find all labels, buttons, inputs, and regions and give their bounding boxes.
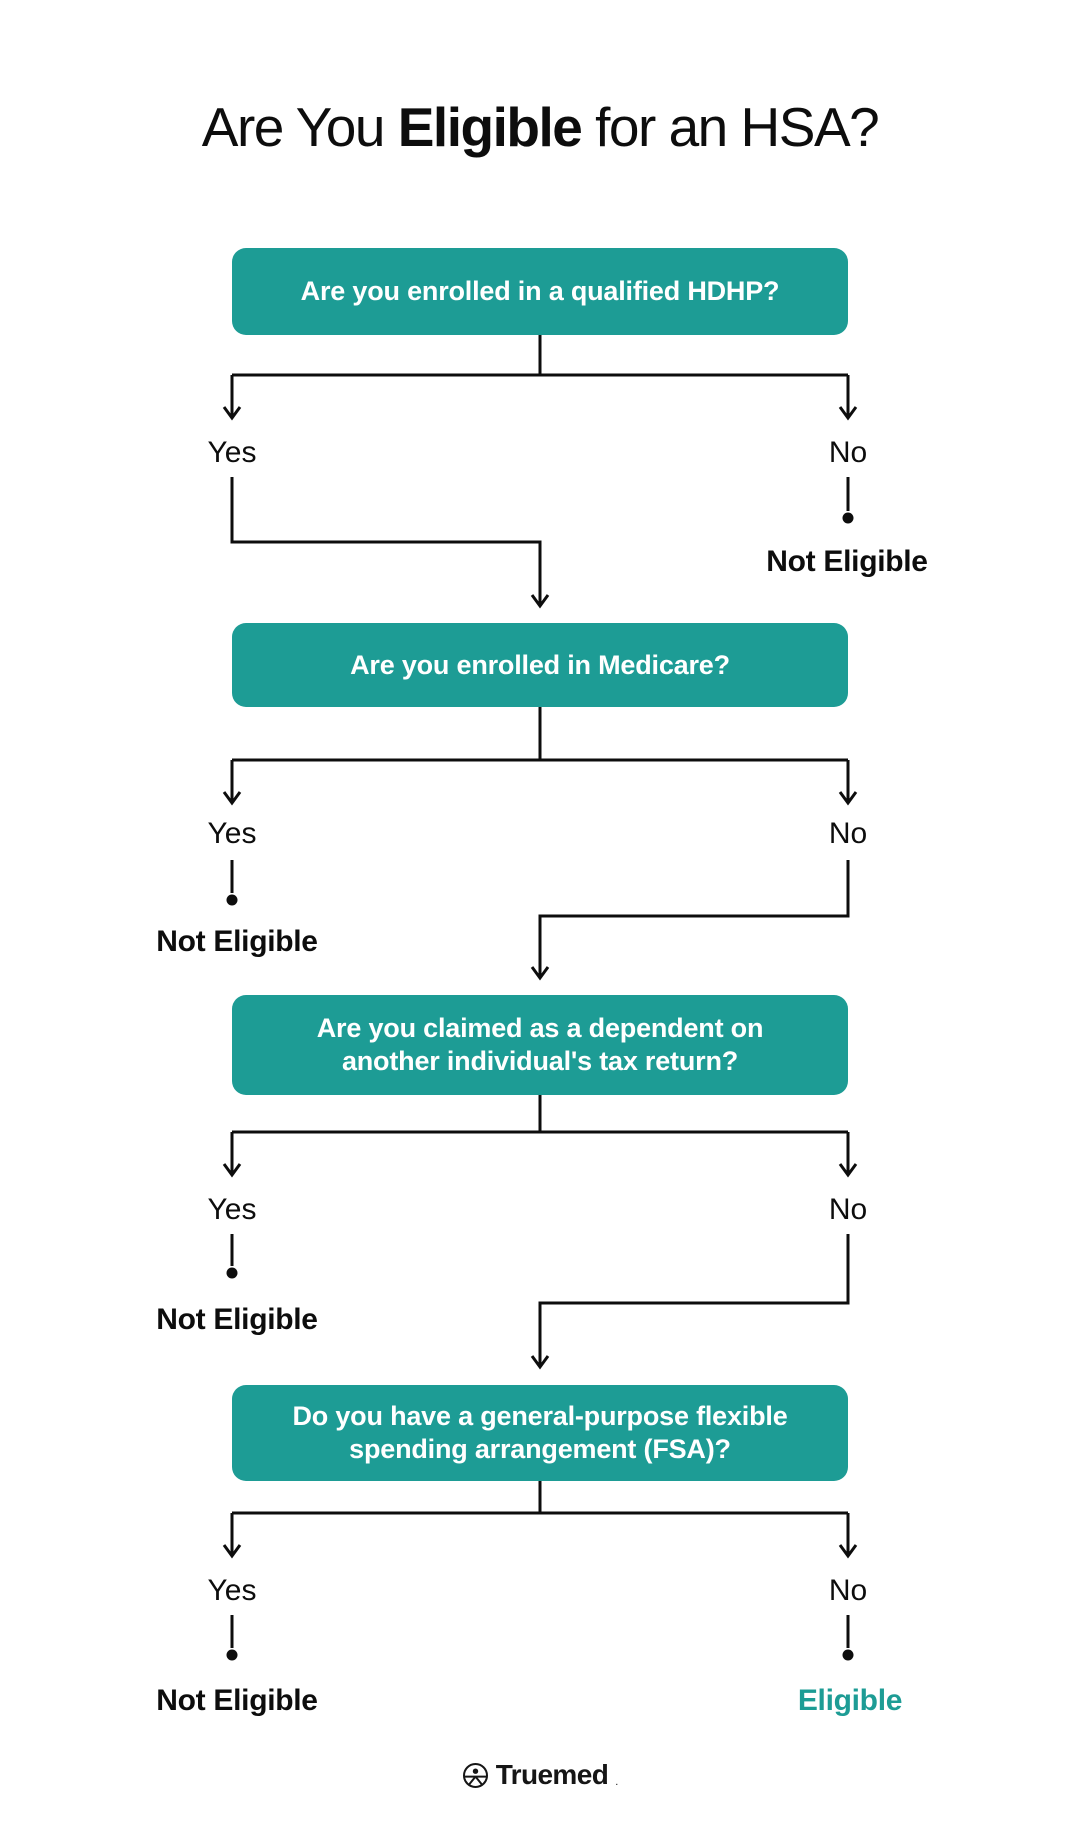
branch1-not-eligible-outcome: Not Eligible <box>766 545 928 578</box>
question-box-dependent: Are you claimed as a dependent on anothe… <box>232 995 848 1095</box>
question-text-line2: another individual's tax return? <box>341 1046 739 1076</box>
branch4-eligible-outcome: Eligible <box>797 1684 903 1717</box>
question-text-line1: Are you claimed as a dependent on <box>316 1013 764 1043</box>
terminal-dot <box>226 1649 238 1661</box>
branch1-yes-label: Yes <box>207 436 257 469</box>
terminal-dot <box>226 894 238 906</box>
arrowhead <box>222 406 242 421</box>
title-suffix: for an HSA? <box>595 96 880 158</box>
arrowhead <box>838 1544 858 1559</box>
branch3-not-eligible-outcome: Not Eligible <box>156 1303 318 1336</box>
no-elbow <box>538 1234 850 1365</box>
question-box-medicare: Are you enrolled in Medicare? <box>232 623 848 707</box>
branch3-yes-label: Yes <box>207 1193 257 1226</box>
arrowhead <box>222 1163 242 1178</box>
branch2-not-eligible-outcome: Not Eligible <box>156 925 318 958</box>
truemed-logo-wordmark: Truemed <box>495 1759 609 1790</box>
no-elbow <box>538 860 850 976</box>
branch2-yes-label: Yes <box>207 817 257 850</box>
question-box-fsa: Do you have a general-purpose flexible s… <box>232 1385 848 1481</box>
branch4-not-eligible-outcome: Not Eligible <box>156 1684 318 1717</box>
branch1-no-label: No <box>828 436 868 469</box>
branch-3-lines <box>222 1095 858 1370</box>
branch4-yes-label: Yes <box>207 1574 257 1607</box>
terminal-dot <box>226 1267 238 1279</box>
truemed-logo: Truemed . <box>0 1759 1080 1791</box>
branch-2-lines <box>222 707 858 981</box>
arrowhead <box>222 791 242 806</box>
arrowhead <box>222 1544 242 1559</box>
branch4-no-label: No <box>828 1574 868 1607</box>
arrowhead <box>530 966 550 981</box>
question-text-line1: Do you have a general-purpose flexible <box>292 1401 788 1431</box>
branch-4-lines <box>222 1481 858 1661</box>
truemed-logo-icon <box>462 1762 488 1788</box>
truemed-logo-registered-mark: . <box>615 1776 619 1788</box>
question-box-hdhp: Are you enrolled in a qualified HDHP? <box>232 248 848 335</box>
arrowhead <box>838 1163 858 1178</box>
branch-1-lines <box>222 335 858 609</box>
arrowhead <box>530 1355 550 1370</box>
page-title: Are You Eligible for an HSA? <box>0 96 1080 158</box>
terminal-dot <box>842 512 854 524</box>
yes-elbow <box>230 477 542 604</box>
arrowhead <box>530 594 550 609</box>
title-prefix: Are You <box>201 96 386 158</box>
question-text-line2: spending arrangement (FSA)? <box>349 1434 731 1464</box>
question-text: Are you enrolled in Medicare? <box>350 649 730 680</box>
bran3-no-label: No <box>828 1193 868 1226</box>
question-text: Are you enrolled in a qualified HDHP? <box>300 276 780 306</box>
terminal-dot <box>842 1649 854 1661</box>
title-highlight: Eligible <box>397 96 583 158</box>
arrowhead <box>838 791 858 806</box>
branch2-no-label: No <box>828 817 868 850</box>
arrowhead <box>838 406 858 421</box>
